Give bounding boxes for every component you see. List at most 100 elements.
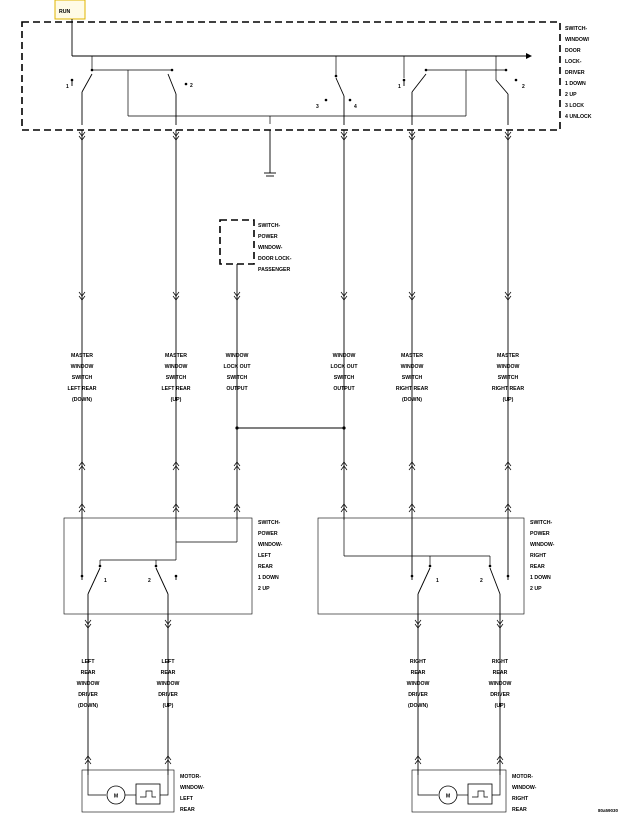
switch-power-window-right-rear: 1 2 SWITCH- POWER WINDOW- RIGHT REAR 1 D…: [317, 517, 555, 620]
driver-label-right-rear-up: RIGHT REAR WINDOW DRIVER (UP): [489, 659, 512, 709]
driver-label-line: (UP): [495, 703, 506, 709]
switch-right-rear-line: RIGHT: [530, 553, 547, 559]
connector-chevron-up: [340, 507, 348, 513]
switch-passenger-line: DOOR LOCK-: [258, 256, 292, 262]
switch-passenger-line: SWITCH-: [258, 223, 280, 229]
connector-chevron-down: [340, 135, 348, 141]
wire-label-line: SWITCH: [227, 375, 248, 381]
connector-chevron-up: [233, 503, 241, 509]
connector-chevron-down: [172, 131, 180, 137]
wire-label-line: LOCK OUT: [330, 364, 358, 370]
driver-label-line: (DOWN): [408, 703, 428, 709]
switch-power-window-left-rear: 1 2 SWITCH- POWER WINDOW- LEFT REAR 1 DO…: [63, 517, 283, 620]
connector-chevron-up: [504, 507, 512, 513]
driver-label-line: DRIVER: [408, 692, 428, 698]
wire-label-line: SWITCH: [498, 375, 519, 381]
motor-right-line: WINDOW-: [512, 785, 537, 791]
motor-left-line: REAR: [180, 807, 195, 813]
ground-symbol: [264, 130, 276, 177]
driver-label-line: WINDOW: [77, 681, 100, 687]
wire-label-line: WINDOW: [71, 364, 94, 370]
pin-label: 1: [66, 84, 69, 90]
switch-passenger-line: POWER: [258, 234, 278, 240]
motor-right-line: MOTOR-: [512, 774, 533, 780]
driver-label-line: REAR: [493, 670, 508, 676]
pin-label: 4: [354, 104, 357, 110]
motor-window-left-rear: M MOTOR- WINDOW- LEFT REAR: [81, 769, 205, 813]
connector-chevron-up: [408, 503, 416, 509]
driver-label-line: WINDOW: [407, 681, 430, 687]
connector-chevron-up: [340, 465, 348, 471]
connector-chevron-down: [78, 135, 86, 141]
connector-chevron-down: [340, 291, 348, 297]
connector-chevron-down: [504, 135, 512, 141]
wire-label-line: WINDOW: [333, 353, 356, 359]
connector-chevron-down: [172, 295, 180, 301]
switch-driver-line: LOCK-: [565, 59, 582, 65]
wire-label-right-rear-down: MASTER WINDOW SWITCH RIGHT REAR (DOWN): [396, 353, 429, 403]
connector-chevron-up: [408, 465, 416, 471]
motor-window-right-rear: M MOTOR- WINDOW- RIGHT REAR: [411, 769, 537, 813]
connector-chevron-up: [78, 507, 86, 513]
wire-label-line: WINDOW: [165, 364, 188, 370]
connector-chevron-down: [78, 295, 86, 301]
connector-chevron-down: [340, 295, 348, 301]
switch-driver-line: DRIVER: [565, 70, 585, 76]
motor-right-line: REAR: [512, 807, 527, 813]
switch-passenger-line: WINDOW-: [258, 245, 283, 251]
wire-label-line: OUTPUT: [226, 386, 248, 392]
figure-id: 80a59030: [598, 808, 619, 813]
switch-passenger-line: PASSENGER: [258, 267, 290, 273]
driver-label-line: REAR: [161, 670, 176, 676]
switch-left-rear-line: SWITCH-: [258, 520, 280, 526]
switch-right-rear-line: WINDOW-: [530, 542, 555, 548]
switch-driver-line: 2 UP: [565, 92, 577, 98]
connector-chevron-down: [504, 131, 512, 137]
connector-chevron-down: [408, 131, 416, 137]
motor-wires: [87, 614, 501, 775]
switch-left-rear-line: LEFT: [258, 553, 272, 559]
wire-label-line: WINDOW: [401, 364, 424, 370]
driver-label-left-rear-up: LEFT REAR WINDOW DRIVER (UP): [157, 659, 180, 709]
switch-power-window-door-lock-passenger: SWITCH- POWER WINDOW- DOOR LOCK- PASSENG…: [219, 219, 292, 273]
switch-driver-line: 1 DOWN: [565, 81, 586, 87]
driver-label-line: LEFT: [162, 659, 176, 665]
motor-symbol-label: M: [114, 794, 118, 800]
driver-label-line: WINDOW: [489, 681, 512, 687]
connector-chevron-up: [233, 465, 241, 471]
connector-chevron-up: [172, 507, 180, 513]
switch-right-rear-line: REAR: [530, 564, 545, 570]
circuit-breaker-symbol: [135, 783, 161, 805]
connector-chevron-down: [408, 291, 416, 297]
pin-label: 3: [316, 104, 319, 110]
switch-left-rear-line: 2 UP: [258, 586, 270, 592]
motor-left-line: MOTOR-: [180, 774, 201, 780]
wire-label-line: SWITCH: [72, 375, 93, 381]
wire-label-line: RIGHT REAR: [396, 386, 429, 392]
wire-label-line: SWITCH: [166, 375, 187, 381]
connector-chevron-down: [78, 131, 86, 137]
wire-label-line: LEFT REAR: [67, 386, 96, 392]
wire-label-line: OUTPUT: [333, 386, 355, 392]
connector-chevron-up: [233, 461, 241, 467]
motor-symbol-label: M: [446, 794, 450, 800]
driver-label-line: RIGHT: [410, 659, 427, 665]
connector-chevron-down: [408, 135, 416, 141]
wire-label-line: (UP): [171, 397, 182, 403]
connector-chevron-up: [78, 503, 86, 509]
wire-label-line: (UP): [503, 397, 514, 403]
wire-label-line: SWITCH: [334, 375, 355, 381]
driver-label-line: REAR: [411, 670, 426, 676]
connector-chevron-down: [78, 291, 86, 297]
wire-label-left-rear-down: MASTER WINDOW SWITCH LEFT REAR (DOWN): [67, 353, 96, 403]
wires: [81, 130, 509, 520]
wire-label-line: WINDOW: [497, 364, 520, 370]
wire-label-lockout-output-1: WINDOW LOCK OUT SWITCH OUTPUT: [223, 353, 251, 392]
pin-label: 1: [398, 84, 401, 90]
pin-label: 1: [436, 578, 439, 584]
switch-window-door-lock-driver: SWITCH- WINDOW/ DOOR LOCK- DRIVER 1 DOWN…: [21, 21, 592, 131]
pin-label: 2: [522, 84, 525, 90]
wire-label-line: MASTER: [401, 353, 423, 359]
driver-label-line: (DOWN): [78, 703, 98, 709]
connector-chevron-down: [340, 131, 348, 137]
